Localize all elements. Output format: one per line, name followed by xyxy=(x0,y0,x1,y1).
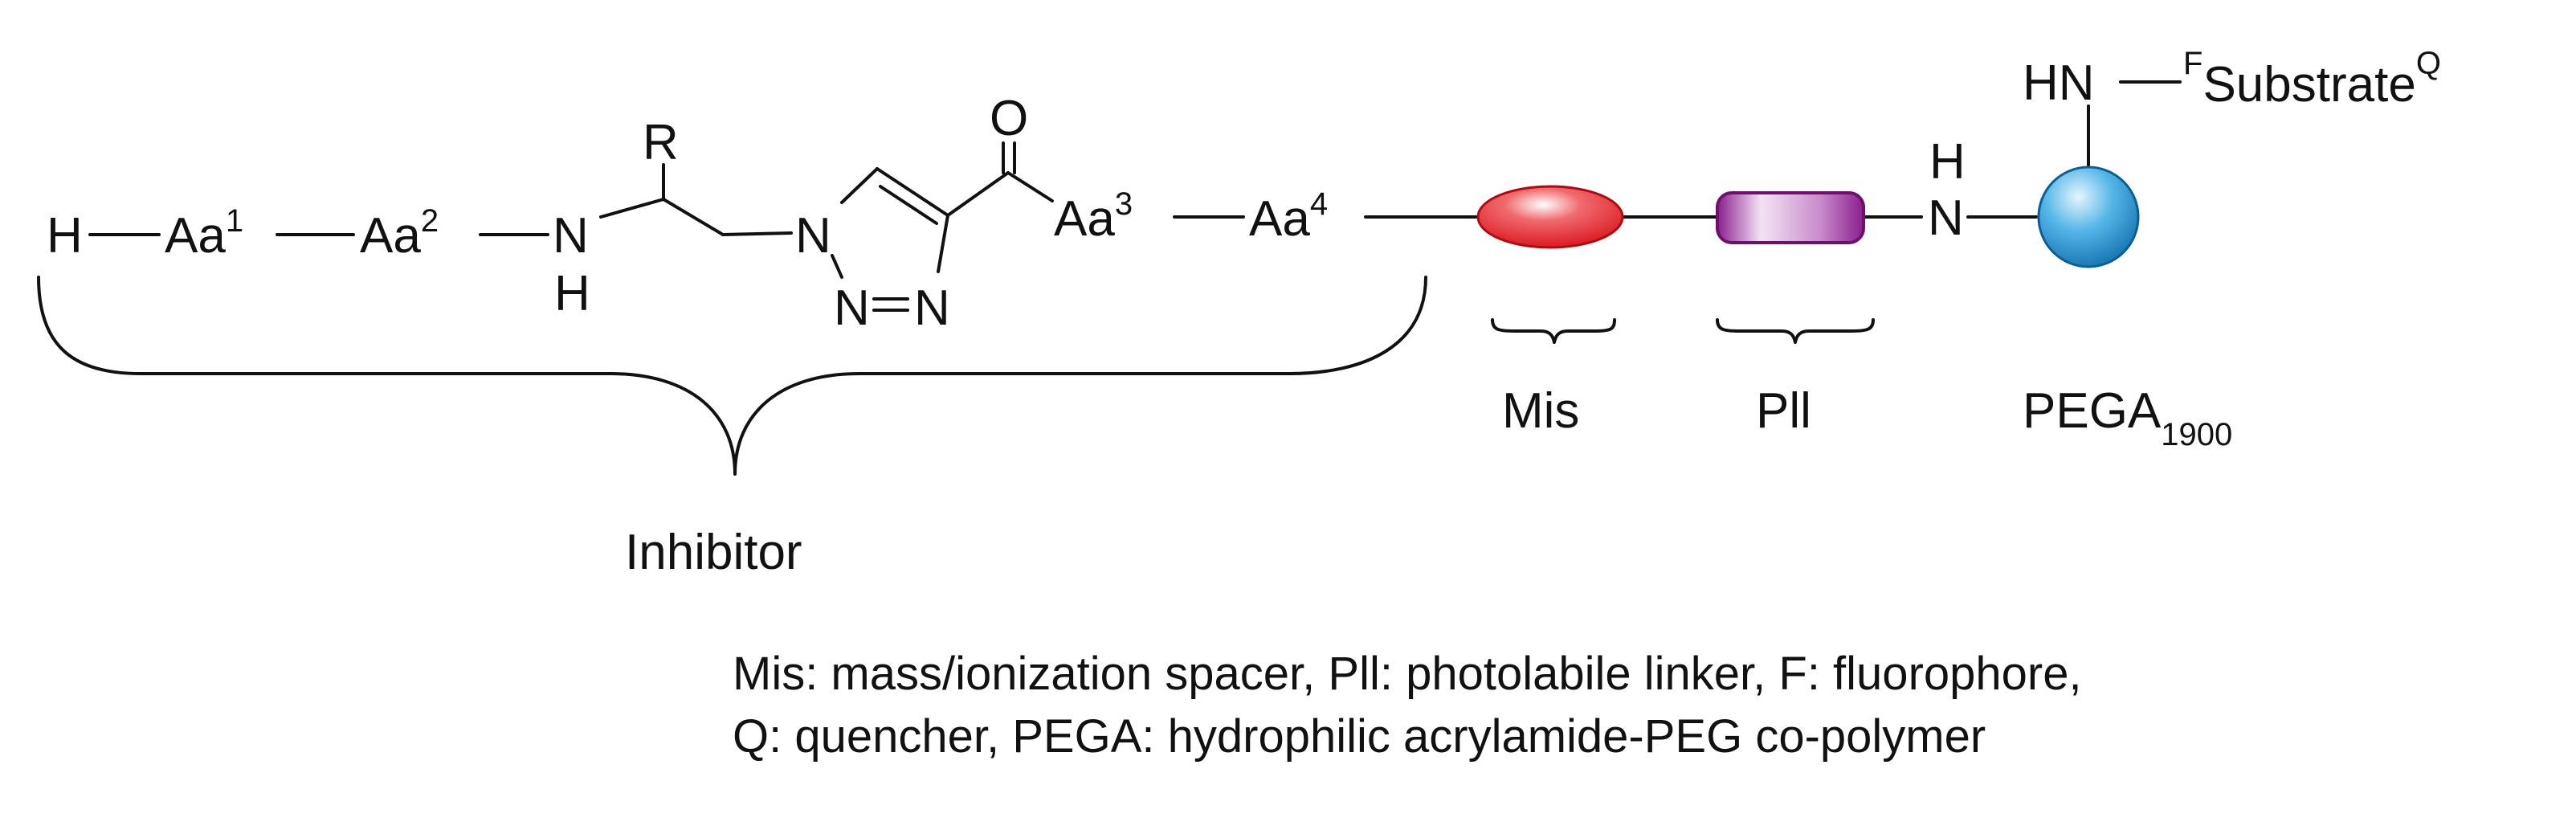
molecule-diagram: H Aa1 Aa2 N H R N N N O Aa3 Aa4 H N HN F… xyxy=(37,46,2441,580)
triazole-n3: N xyxy=(914,280,950,336)
pega-label: PEGA1900 xyxy=(2023,383,2232,452)
atom-labels: H Aa1 Aa2 N H R N N N O Aa3 Aa4 H N HN F… xyxy=(47,46,2441,336)
pega-label-base: PEGA xyxy=(2023,383,2162,439)
inhibitor-brace xyxy=(37,276,1427,476)
mis-label: Mis xyxy=(1502,383,1579,439)
legend-line-1: Mis: mass/ionization spacer, Pll: photol… xyxy=(733,648,2082,700)
amine-n: N xyxy=(553,208,589,264)
bond-c5-c4 xyxy=(876,167,949,217)
bond-ch2-n1 xyxy=(721,231,793,236)
triazole-n2: N xyxy=(834,280,870,336)
mis-brace xyxy=(1491,318,1616,344)
residue-aa3-sup: 3 xyxy=(1115,186,1133,222)
substrate-hn: HN xyxy=(2023,55,2095,111)
inhibitor-label: Inhibitor xyxy=(625,525,802,580)
residue-aa2-sup: 2 xyxy=(421,203,439,239)
bond-c5-c4-double xyxy=(879,185,938,225)
residue-aa3: Aa3 xyxy=(1054,186,1133,247)
pll-linker-shape xyxy=(1716,191,1865,244)
amide-n: N xyxy=(1928,190,1964,246)
braces xyxy=(37,276,1875,476)
pega-label-sub: 1900 xyxy=(2161,417,2232,452)
pega-bead-shape xyxy=(2037,166,2140,268)
residue-aa4-sup: 4 xyxy=(1310,186,1328,222)
pll-label: Pll xyxy=(1756,383,1811,439)
residue-aa2-base: Aa xyxy=(360,208,421,264)
amide-h: H xyxy=(1929,134,1966,190)
residue-aa4-base: Aa xyxy=(1249,191,1310,247)
residue-aa3-base: Aa xyxy=(1054,191,1115,247)
residue-aa1-sup: 1 xyxy=(226,203,243,239)
mis-spacer-shape xyxy=(1476,185,1624,249)
residue-aa1-base: Aa xyxy=(165,208,226,264)
fluorophore-mark: F xyxy=(2183,46,2202,81)
triazole-n1: N xyxy=(795,208,831,264)
group-labels: Inhibitor Mis Pll PEGA1900 xyxy=(625,383,2232,580)
h-terminus: H xyxy=(47,208,83,264)
residue-aa1: Aa1 xyxy=(165,203,243,264)
r-group: R xyxy=(643,115,679,170)
bond-ch-ch2 xyxy=(662,198,725,236)
bond-n1-n2 xyxy=(831,254,843,279)
residue-aa2: Aa2 xyxy=(360,203,439,264)
bond-c4-carbonyl xyxy=(946,171,1010,217)
residue-aa4: Aa4 xyxy=(1249,186,1328,247)
carbonyl-oxygen: O xyxy=(990,91,1028,146)
bond-nh-ch xyxy=(599,198,665,219)
pll-brace xyxy=(1716,318,1875,344)
bond-carbonyl-aa3 xyxy=(1006,171,1054,202)
bond-n1-c5 xyxy=(840,167,879,204)
legend-line-2: Q: quencher, PEGA: hydrophilic acrylamid… xyxy=(733,710,1986,763)
amine-h: H xyxy=(554,266,590,321)
components xyxy=(1476,166,2140,268)
bonds xyxy=(88,80,2182,312)
quencher-mark: Q xyxy=(2416,46,2441,81)
substrate-label: FSubstrateQ xyxy=(2183,46,2441,112)
substrate-name: Substrate xyxy=(2202,57,2415,112)
bond-c4-n3 xyxy=(937,214,949,273)
